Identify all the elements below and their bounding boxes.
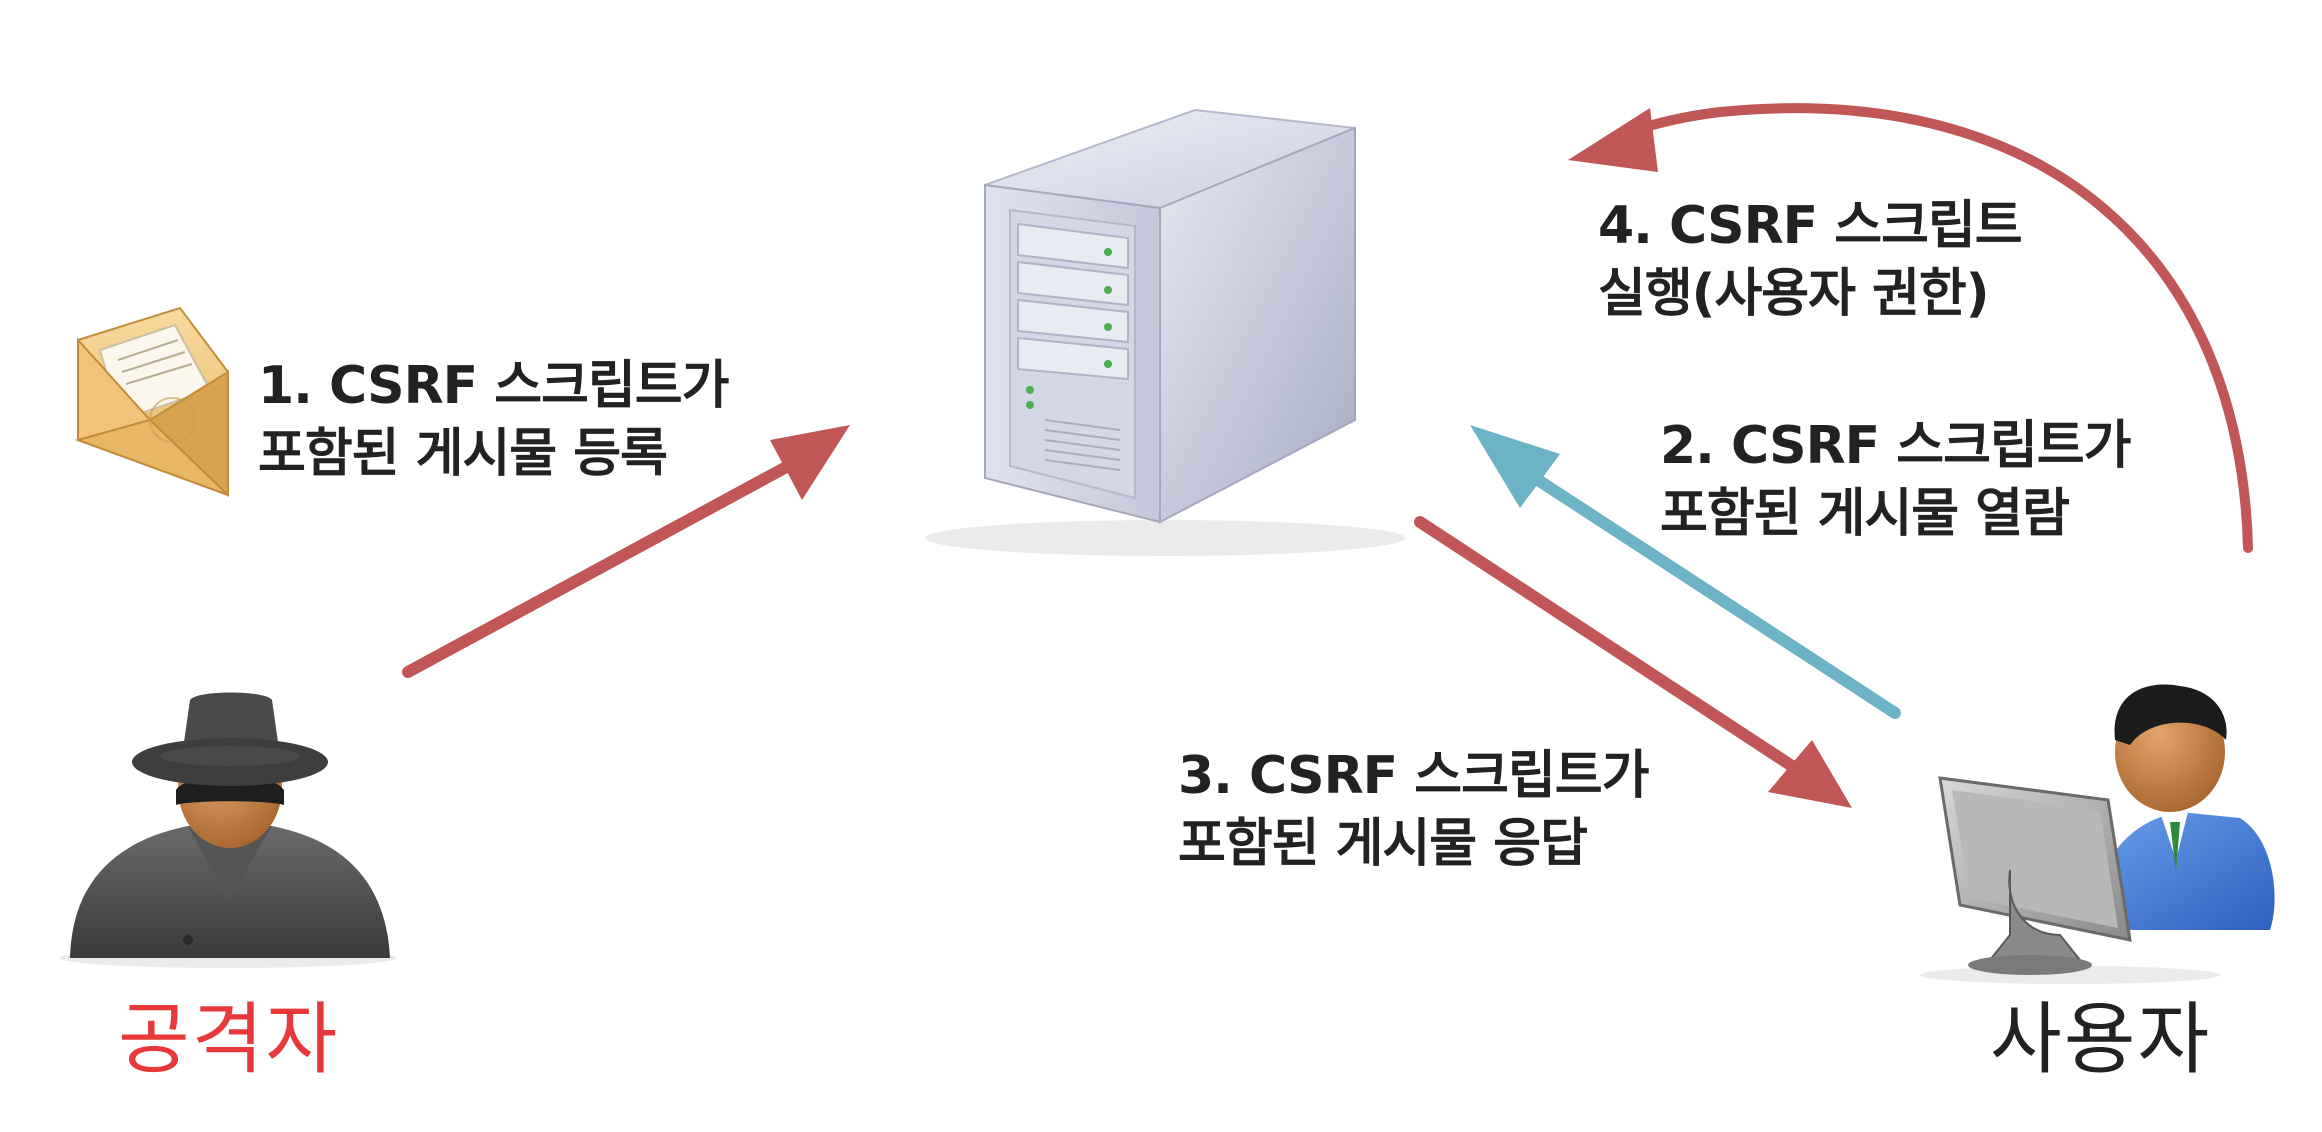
server-icon xyxy=(925,108,1405,556)
step2-label: 2. CSRF 스크립트가 포함된 게시물 열람 xyxy=(1660,412,2131,548)
user-label: 사용자 xyxy=(1990,995,2212,1085)
step1-line2: 포함된 게시물 등록 xyxy=(258,424,668,484)
step2-line1: 2. CSRF 스크립트가 xyxy=(1660,416,2131,476)
step4-line2: 실행(사용자 권한) xyxy=(1598,264,1990,324)
hacker-icon xyxy=(60,692,396,968)
arrow-step2 xyxy=(1470,425,1901,719)
step3-line2: 포함된 게시물 응답 xyxy=(1178,814,1588,874)
step4-line1: 4. CSRF 스크립트 xyxy=(1598,196,2023,256)
step1-label: 1. CSRF 스크립트가 포함된 게시물 등록 xyxy=(258,352,729,488)
arrow-step3 xyxy=(1414,516,1852,808)
step2-line2: 포함된 게시물 열람 xyxy=(1660,484,2070,544)
attacker-label: 공격자 xyxy=(118,995,340,1085)
arrow-step4 xyxy=(1568,103,2253,553)
envelope-icon xyxy=(74,306,229,498)
step4-label: 4. CSRF 스크립트 실행(사용자 권한) xyxy=(1598,192,2023,328)
step3-line1: 3. CSRF 스크립트가 xyxy=(1178,746,1649,806)
step1-line1: 1. CSRF 스크립트가 xyxy=(258,356,729,416)
step3-label: 3. CSRF 스크립트가 포함된 게시물 응답 xyxy=(1178,742,1649,878)
arrow-step1 xyxy=(402,425,850,678)
user-computer-icon xyxy=(1920,684,2275,984)
